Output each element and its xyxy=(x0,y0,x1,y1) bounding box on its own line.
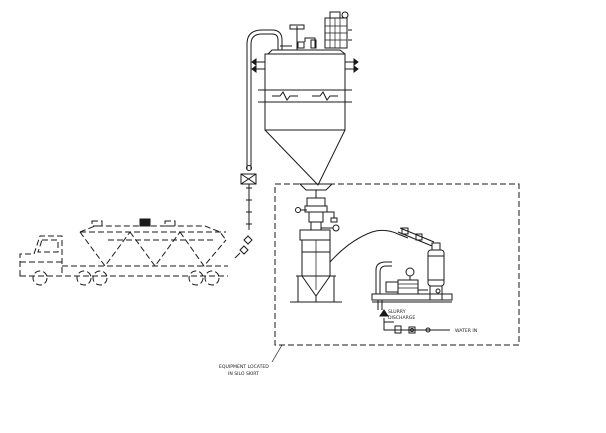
label-equipment-located: EQUIPMENT LOCATED IN SILO SKIRT xyxy=(219,364,269,377)
equipment-leader xyxy=(271,344,283,363)
fill-pipe xyxy=(234,29,283,259)
water-line xyxy=(379,309,450,334)
feeder-assembly xyxy=(290,197,342,303)
slurry-label-line1: SLURRY xyxy=(388,309,406,315)
equipment-label-line2: IN SILO SKIRT xyxy=(228,371,259,377)
label-water-in: WATER IN xyxy=(455,328,477,334)
silo xyxy=(251,49,359,198)
equipment-label-line1: EQUIPMENT LOCATED xyxy=(219,364,269,370)
silo-roof-equipment xyxy=(280,11,352,50)
slurry-label-line2: DISCHARGE xyxy=(388,315,415,321)
silo-skirt-boundary xyxy=(274,183,520,346)
slurry-hose xyxy=(329,229,409,263)
bulk-tanker-truck xyxy=(19,218,228,286)
label-slurry-discharge: SLURRY DISCHARGE xyxy=(388,309,415,321)
pump-skid xyxy=(371,227,453,310)
